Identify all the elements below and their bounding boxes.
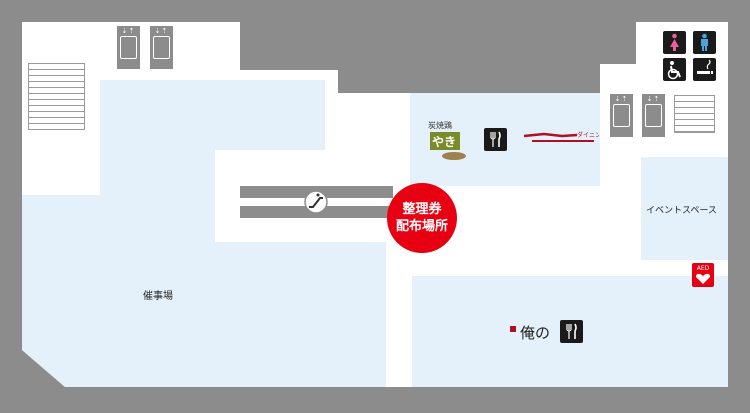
elevator-icon: ⇣⇡	[150, 26, 173, 69]
event-space-label: イベントスペース	[646, 206, 717, 216]
aed-icon: AED	[692, 263, 714, 287]
restaurant-icon	[484, 128, 507, 151]
restroom-female-icon	[663, 31, 686, 54]
svg-text:ダイニング: ダイニング	[577, 131, 599, 139]
svg-text:炭焼鶏: 炭焼鶏	[428, 120, 452, 130]
restaurant-icon	[560, 320, 583, 343]
event-hall-zone	[22, 80, 386, 387]
stairs-left	[28, 63, 85, 130]
accessible-icon	[663, 58, 686, 81]
restaurant-logo-2: ダイニング	[522, 126, 607, 146]
ticket-line-1: 整理券	[402, 202, 442, 217]
smoking-icon	[693, 58, 716, 81]
restaurant-logo-3: 俺の	[508, 318, 556, 344]
restaurant-logo-1: 炭焼鶏 やき	[424, 116, 472, 164]
restroom-male-icon	[693, 31, 716, 54]
ticket-distribution-point[interactable]: 整理券 配布場所	[387, 183, 457, 253]
elevator-icon: ⇣⇡	[642, 94, 665, 137]
event-space-zone	[641, 157, 728, 260]
aed-label: AED	[696, 265, 710, 272]
svg-text:俺の: 俺の	[520, 324, 550, 342]
elevator-icon: ⇣⇡	[610, 94, 633, 137]
event-hall-label: 催事場	[143, 291, 173, 302]
svg-text:やき: やき	[432, 135, 456, 149]
stairs-right	[674, 95, 715, 133]
elevator-icon: ⇣⇡	[117, 26, 140, 69]
ticket-line-2: 配布場所	[395, 219, 448, 234]
